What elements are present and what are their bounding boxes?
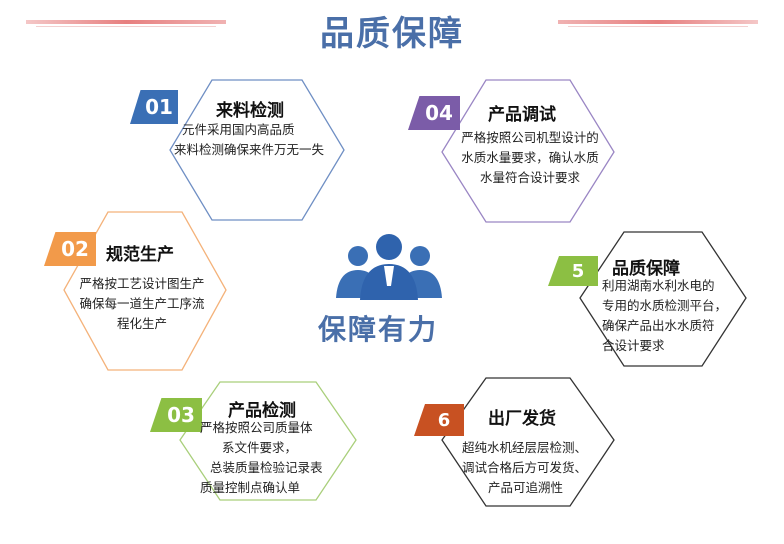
card-line: 严格按照公司质量体 xyxy=(200,420,313,435)
page-title: 品质保障 xyxy=(320,14,464,54)
badge-02: 02 xyxy=(44,232,96,266)
card-title-3: 产品检测 xyxy=(228,401,296,421)
hexagon-frame-1 xyxy=(169,79,345,221)
card-text-2: 严格按工艺设计图生产 确保每一道生产工序流 程化生产 xyxy=(72,274,212,334)
hexagon-frame-6 xyxy=(441,377,615,507)
card-text-1: 元件采用国内高品质 来料检测确保来件万无一失 xyxy=(174,120,324,160)
badge-number: 6 xyxy=(437,409,451,431)
title-decoration-left xyxy=(26,20,226,27)
card-title-4: 产品调试 xyxy=(488,105,556,125)
card-line: 调试合格后方可发货、 xyxy=(462,460,588,475)
card-line: 确保产品出水水质符 xyxy=(602,318,715,333)
card-line: 超纯水机经层层检测、 xyxy=(462,440,588,455)
card-line: 利用湖南水利水电的 xyxy=(602,278,715,293)
card-text-5: 利用湖南水利水电的 专用的水质检测平台， 确保产品出水水质符 合设计要求 xyxy=(602,276,742,356)
card-line: 严格按工艺设计图生产 xyxy=(79,276,205,291)
badge-01: 01 xyxy=(130,90,178,124)
card-text-4: 严格按照公司机型设计的 水质水量要求，确认水质 水量符合设计要求 xyxy=(458,128,602,188)
card-line: 确保每一道生产工序流 xyxy=(79,296,205,311)
card-text-3: 严格按照公司质量体 系文件要求， 总装质量检验记录表 质量控制点确认单 xyxy=(200,418,350,498)
badge-number: 02 xyxy=(61,237,89,261)
hexagon-frame-2 xyxy=(63,211,227,371)
card-line: 程化生产 xyxy=(116,316,167,331)
card-line: 产品可追溯性 xyxy=(488,480,564,495)
badge-number: 5 xyxy=(571,260,585,282)
card-line: 专用的水质检测平台， xyxy=(602,298,728,313)
card-line: 来料检测确保来件万无一失 xyxy=(174,142,325,157)
center-title: 保障有力 xyxy=(318,313,439,346)
card-line: 质量控制点确认单 xyxy=(200,480,301,495)
title-decoration-right xyxy=(558,20,758,27)
team-people-icon xyxy=(336,234,442,300)
badge-number: 03 xyxy=(167,403,195,427)
card-title-1: 来料检测 xyxy=(216,101,284,121)
badge-number: 01 xyxy=(145,95,173,119)
hexagon-frame-5 xyxy=(579,231,747,367)
card-line: 水量符合设计要求 xyxy=(479,170,580,185)
card-line: 严格按照公司机型设计的 xyxy=(461,130,599,145)
card-title-6: 出厂发货 xyxy=(488,409,556,429)
card-title-5: 品质保障 xyxy=(612,259,680,279)
card-line: 水质水量要求，确认水质 xyxy=(461,150,599,165)
card-line: 系文件要求， xyxy=(222,440,298,455)
card-line: 总装质量检验记录表 xyxy=(210,460,323,475)
hexagon-frame-4 xyxy=(441,79,615,223)
card-title-2: 规范生产 xyxy=(106,245,174,265)
card-line: 合设计要求 xyxy=(602,338,665,353)
card-text-6: 超纯水机经层层检测、 调试合格后方可发货、 产品可追溯性 xyxy=(462,438,602,498)
card-line: 元件采用国内高品质 xyxy=(182,122,295,137)
badge-number: 04 xyxy=(425,101,453,125)
hexagon-frame-3 xyxy=(179,381,357,501)
